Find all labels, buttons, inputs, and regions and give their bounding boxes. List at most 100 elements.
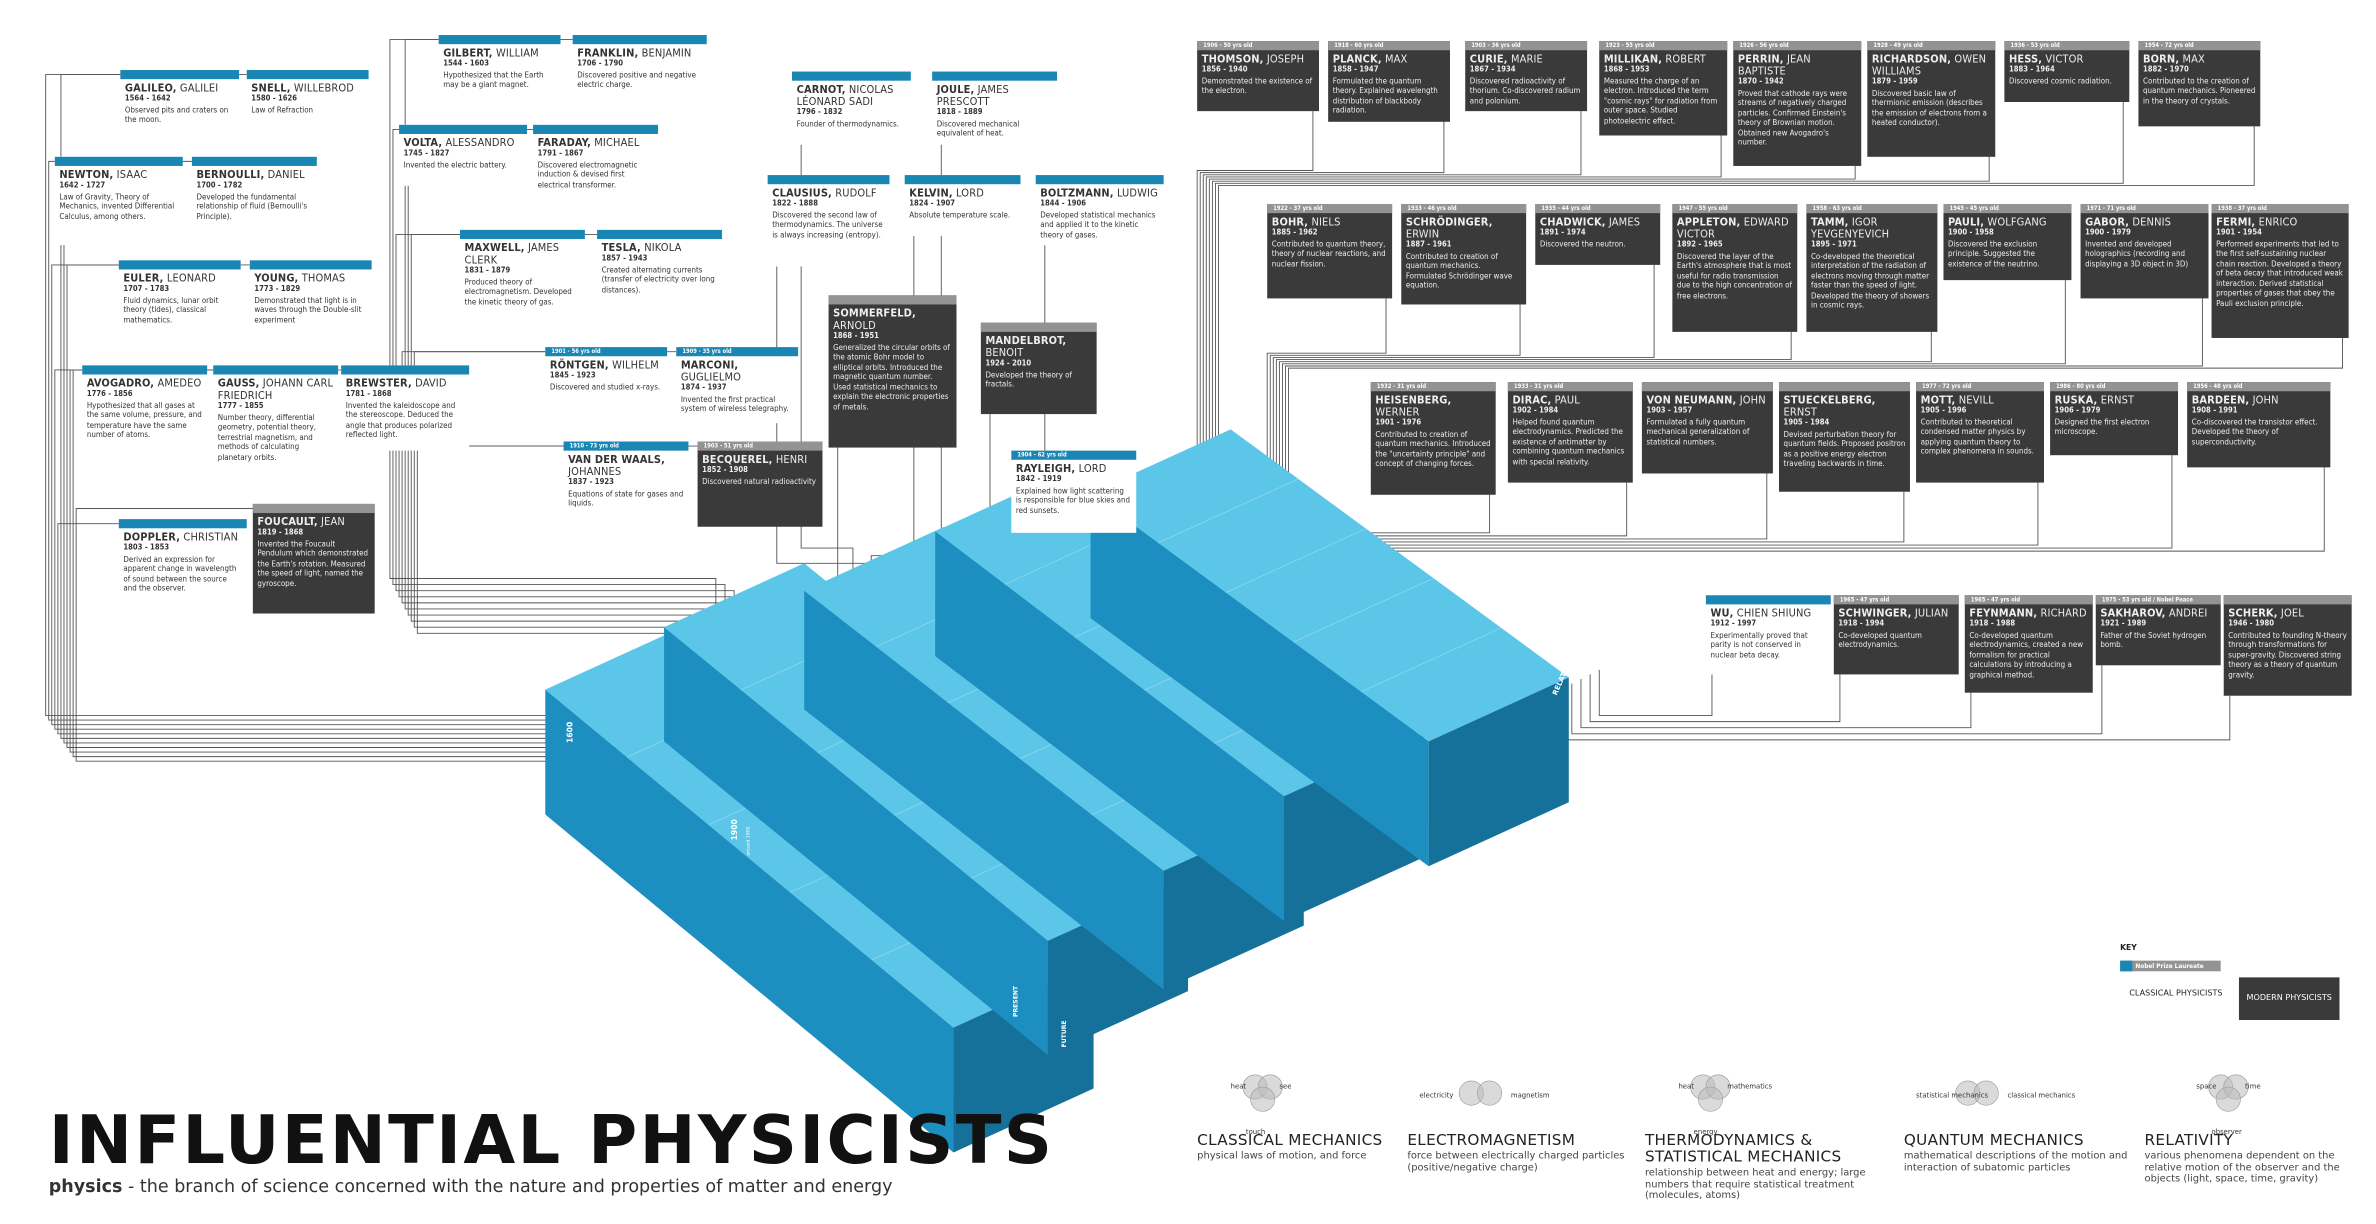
- key-title: KEY: [2120, 943, 2137, 954]
- physicist-description: Discovered the exclusion principle. Sugg…: [1948, 239, 2040, 269]
- physicist-name: APPLETON, EDWARD VICTOR: [1677, 215, 1793, 240]
- physicist-first-name: ANDREI: [2168, 605, 2208, 620]
- physicist-description: Contributed to creation of quantum mecha…: [1375, 430, 1491, 470]
- physicist-last-name: SCHERK,: [2228, 605, 2278, 620]
- physicist-years: 1844 - 1906: [1040, 199, 1087, 209]
- venn-label: mathematics: [1727, 1083, 1773, 1092]
- physicist-first-name: LORD: [1078, 461, 1107, 475]
- nobel-label: 1926 - 56 yrs old: [1739, 40, 1789, 49]
- nobel-bar: [572, 35, 707, 45]
- nobel-label: 1906 - 50 yrs old: [1203, 40, 1253, 49]
- physicist-years: 1882 - 1970: [2143, 65, 2189, 75]
- venn-label: heat: [1678, 1083, 1694, 1092]
- venn-circle: [1973, 1080, 1999, 1106]
- nobel-bar: 1938 - 37 yrs old: [2211, 204, 2349, 214]
- venn-label: time: [2245, 1083, 2261, 1092]
- physicist-description: Hypothesized that all gases at the same …: [86, 401, 202, 441]
- physicist-years: 1856 - 1940: [1201, 65, 1248, 75]
- nobel-label: 1910 - 73 yrs old: [569, 441, 619, 449]
- physicist-name: MARCONI, GUGLIELMO: [681, 359, 794, 383]
- venn-circle: [1697, 1086, 1723, 1112]
- physicist-years: 1824 - 1907: [909, 199, 956, 209]
- physicist-name: THOMSON, JOSEPH: [1202, 53, 1315, 65]
- physicist-years: 1908 - 1991: [2191, 406, 2238, 416]
- nobel-label: 1971 - 71 yrs old: [2086, 203, 2136, 212]
- physicist-last-name: PERRIN,: [1737, 51, 1784, 66]
- physicist-description: Developed statistical mechanics and appl…: [1040, 210, 1156, 241]
- physicist-name: SAKHAROV, ANDREI: [2100, 607, 2216, 619]
- physicist-description: Produced theory of electromagnetism. Dev…: [464, 277, 572, 308]
- physicist-years: 1858 - 1947: [1332, 65, 1379, 75]
- physicist-last-name: MANDELBROT,: [985, 333, 1067, 348]
- physicist-name: EULER, LEONARD: [123, 270, 236, 285]
- wire-newton: [48, 160, 561, 721]
- physicist-last-name: RICHARDSON,: [1871, 51, 1952, 66]
- physicist-last-name: CHADWICK,: [1539, 214, 1606, 229]
- physicist-description: Observed pits and craters on the moon.: [124, 105, 229, 125]
- physicist-description: Absolute temperature scale.: [909, 210, 1011, 220]
- physicist-first-name: ERNST: [2100, 392, 2135, 407]
- physicist-description: Performed experiments that led to the fi…: [2216, 239, 2343, 310]
- physicist-years: 1906 - 1979: [2054, 406, 2101, 416]
- physicist-description: Law of Refraction: [251, 105, 314, 115]
- physicist-last-name: AVOGADRO,: [86, 376, 155, 390]
- physicist-first-name: MARIE: [1510, 51, 1543, 66]
- physicist-description: Formulated a fully quantum mechanical ge…: [1646, 417, 1750, 448]
- physicist-last-name: EULER,: [123, 270, 164, 285]
- physicist-last-name: SCHWINGER,: [1838, 605, 1912, 620]
- physicist-last-name: THOMSON,: [1201, 51, 1264, 66]
- nobel-bar: 1947 - 55 yrs old: [1672, 204, 1798, 214]
- physicist-description: Discovered electromagnetic induction & d…: [537, 160, 638, 190]
- venn-icon-1: [1458, 1080, 1503, 1106]
- nobel-bar: [438, 35, 561, 45]
- venn-circle: [2215, 1086, 2241, 1112]
- physicist-years: 1918 - 1994: [1838, 619, 1885, 629]
- nobel-bar: [118, 519, 247, 529]
- physicist-first-name: LUDWIG: [1116, 185, 1158, 200]
- physicist-last-name: RUSKA,: [2054, 392, 2098, 407]
- physicist-name: WU, CHIEN SHIUNG: [1710, 607, 1826, 619]
- key-nobel-swatch: Nobel Prize Laureate: [2120, 960, 2221, 972]
- wire-doppler: [57, 523, 607, 735]
- physicist-first-name: HENRI: [775, 452, 808, 466]
- key-modern-swatch: MODERN PHYSICISTS: [2238, 977, 2340, 1021]
- nobel-bar: [118, 260, 241, 270]
- nobel-bar: 1903 - 36 yrs old: [1465, 41, 1588, 51]
- nobel-bar: [597, 229, 722, 240]
- physicist-description: Discovered the neutron.: [1539, 239, 1626, 249]
- physicist-last-name: FRANKLIN,: [577, 45, 639, 60]
- block-grid-line: [1293, 577, 1434, 643]
- physicist-description: Invented the kaleidoscope and the stereo…: [345, 401, 456, 441]
- physicist-description: Developed the fundamental relationship o…: [196, 192, 308, 222]
- physicist-years: 1845 - 1923: [549, 371, 596, 381]
- nobel-bar: 1954 - 72 yrs old: [2138, 41, 2261, 51]
- physicist-last-name: GALILEO,: [124, 80, 177, 95]
- block-grid-line: [1158, 478, 1299, 544]
- physicist-years: 1921 - 1989: [2100, 619, 2147, 629]
- nobel-bar: 1977 - 72 yrs old: [1916, 382, 2045, 392]
- nobel-bar: 1932 - 31 yrs old: [1370, 382, 1496, 392]
- nobel-label: 1918 - 60 yrs old: [1334, 40, 1384, 49]
- block-left-4: [1090, 493, 1429, 867]
- nobel-bar: 1986 - 80 yrs old: [2050, 382, 2179, 392]
- physicist-years: 1912 - 1997: [1710, 619, 1757, 629]
- physicist-last-name: BREWSTER,: [345, 376, 412, 390]
- physicist-description: Invented the first practical system of w…: [680, 395, 789, 415]
- physicist-name: BERNOULLI, DANIEL: [196, 168, 312, 181]
- physicist-years: 1564 - 1642: [124, 94, 171, 104]
- block-grid-line: [1225, 528, 1367, 593]
- nobel-label: 1935 - 44 yrs old: [1541, 203, 1591, 212]
- nobel-bar: [828, 295, 957, 305]
- physicist-name: GABOR, DENNIS: [2085, 215, 2204, 228]
